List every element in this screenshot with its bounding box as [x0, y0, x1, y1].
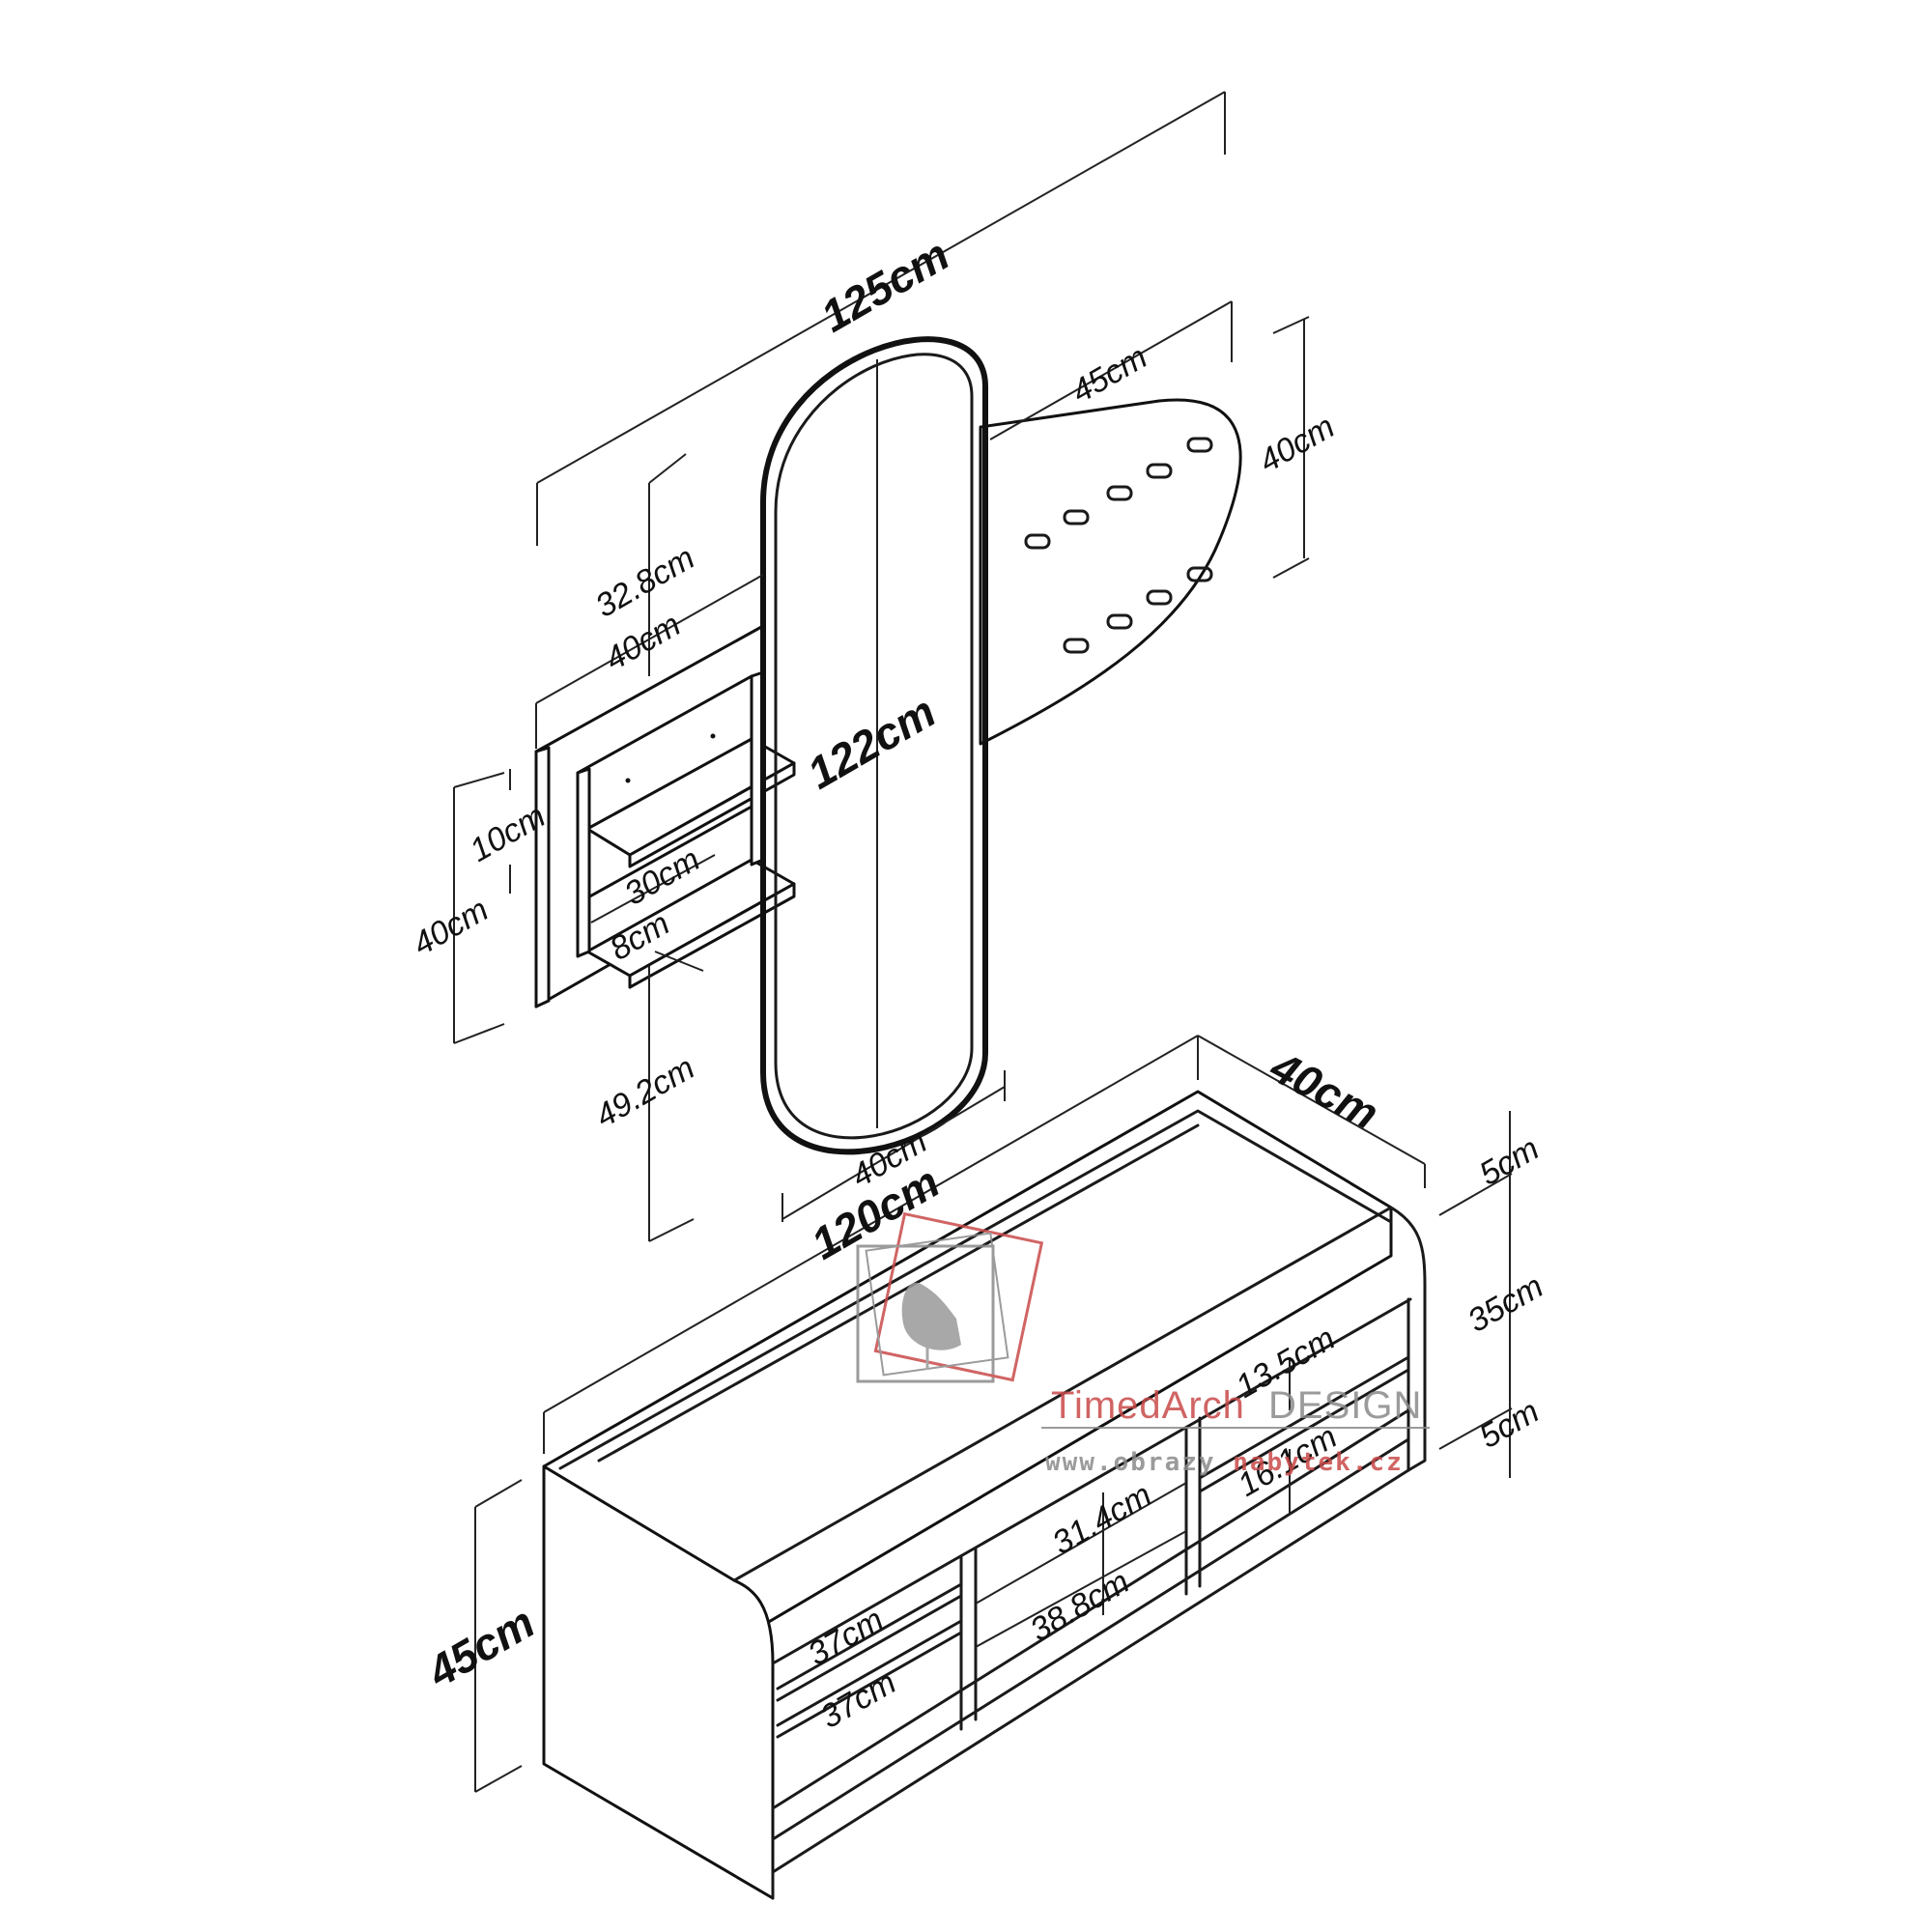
label-shelf-bottom-gap: 49.2cm: [589, 1049, 701, 1135]
label-bench-depth: 40cm: [1262, 1040, 1386, 1139]
watermark-brand-1: TimedArch: [1051, 1384, 1245, 1427]
svg-text:TimedArch DESIGN: TimedArch DESIGN: [1051, 1384, 1422, 1427]
watermark-url-2: nabytek.cz: [1233, 1448, 1404, 1477]
svg-text:www.obrazy nabytek.cz: www.obrazy nabytek.cz: [1045, 1448, 1404, 1477]
label-compartment-height: 35cm: [1462, 1267, 1549, 1339]
hook-pegs: [1024, 437, 1213, 654]
mirror: [760, 336, 988, 1155]
label-middle-height: 31.4cm: [1046, 1476, 1158, 1562]
dim-lines-wall: [453, 91, 1310, 1242]
label-overall-width: 125cm: [812, 229, 957, 342]
watermark-url-1: www.obrazy: [1045, 1448, 1216, 1477]
watermark-logo-icon: [856, 1211, 1044, 1383]
label-middle-width: 38.8cm: [1024, 1563, 1136, 1649]
label-left-lower: 37cm: [814, 1663, 902, 1735]
dim-lines-bench: [474, 1035, 1513, 1793]
shelf-unit: [534, 624, 796, 1009]
label-hook-panel-width: 45cm: [1065, 338, 1153, 410]
label-shelf-top-gap: 32.8cm: [589, 539, 701, 625]
watermark: TimedArch DESIGN www.obrazy nabytek.cz: [856, 1211, 1430, 1477]
label-mirror-height: 122cm: [799, 686, 944, 799]
label-shelf-panel-height: 40cm: [407, 891, 495, 962]
hook-panel: [979, 398, 1242, 746]
label-bench-height: 45cm: [418, 1597, 543, 1697]
label-hook-panel-height: 40cm: [1253, 408, 1341, 479]
watermark-brand-2: DESIGN: [1268, 1384, 1422, 1427]
bench: [542, 1090, 1427, 1900]
